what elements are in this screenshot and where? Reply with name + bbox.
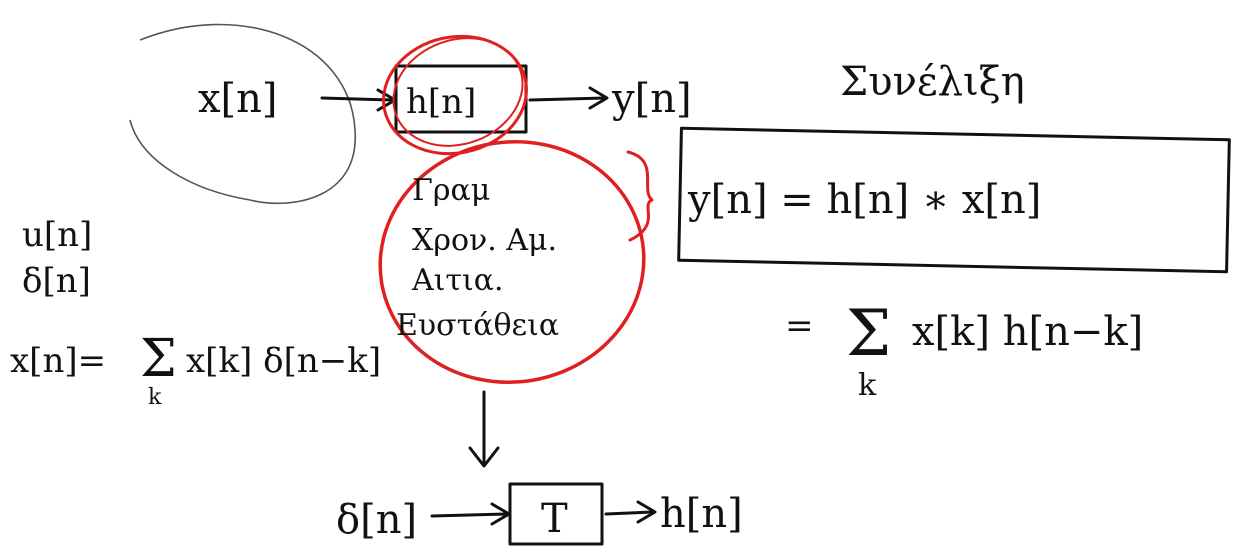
title-note: Συνέλιξη — [840, 59, 1025, 105]
red-brace — [626, 150, 654, 242]
red-circle-box-2 — [392, 37, 524, 147]
decomp-sum-symbol: Σ — [140, 329, 177, 389]
input-signal-label: x[n] — [198, 76, 278, 122]
output-signal-label: y[n] — [611, 76, 692, 122]
impulse-arrow-in — [430, 502, 511, 526]
output-arrow — [528, 86, 609, 110]
system-box-label: h[n] — [406, 82, 476, 122]
impulse-arrow-out — [604, 500, 657, 524]
t-box-label: T — [541, 496, 568, 542]
property-1: Γραμ — [412, 173, 490, 208]
sum-index: k — [858, 368, 877, 403]
decomp-lhs: x[n]= — [10, 341, 106, 381]
property-3: Αιτια. — [411, 263, 504, 298]
left-note-u: u[n] — [22, 215, 92, 255]
impulse-output-label: h[n] — [660, 491, 743, 537]
decomp-sum-index: k — [148, 385, 162, 410]
convolution-box — [677, 126, 1231, 274]
sum-symbol: Σ — [846, 297, 891, 371]
sum-equation-rhs: x[k] h[n−k] — [912, 309, 1143, 355]
sum-equals: = — [785, 306, 814, 346]
down-arrow — [468, 390, 500, 468]
left-note-delta: δ[n] — [22, 261, 91, 301]
red-circle-properties — [378, 140, 646, 384]
decomp-rhs: x[k] δ[n−k] — [186, 341, 381, 381]
convolution-equation: y[n] = h[n] ∗ x[n] — [687, 177, 1041, 223]
t-box — [508, 482, 604, 546]
property-2: Χρον. Αμ. — [412, 223, 557, 258]
gray-arc — [129, 23, 356, 205]
property-4: Ευστάθεια — [396, 308, 559, 343]
impulse-input-label: δ[n] — [336, 497, 417, 543]
